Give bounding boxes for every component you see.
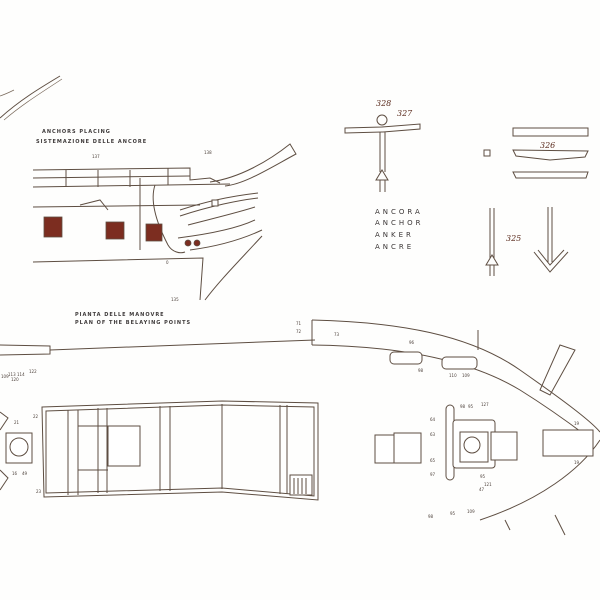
label: 63: [430, 432, 436, 437]
label: 22: [33, 414, 39, 419]
anchor-name: ANKER: [375, 231, 414, 239]
label: 114: [17, 372, 25, 377]
label: 96: [409, 340, 415, 345]
label: 47: [479, 487, 485, 492]
anchors-placing-title: ANCHORS PLACING: [42, 129, 111, 135]
label: 109: [462, 373, 470, 378]
label: 121: [484, 482, 492, 487]
label: 21: [14, 420, 20, 425]
part-number: 326: [540, 141, 555, 150]
belaying-plan: PIANTA DELLE MANOVRE PLAN OF THE BELAYIN…: [0, 312, 600, 536]
label: 138: [204, 150, 212, 155]
label: 135: [171, 297, 179, 302]
label: 98: [418, 368, 424, 373]
label: 65: [430, 458, 436, 463]
gunport: [43, 216, 63, 238]
anchor-name: ANCORA: [375, 208, 423, 216]
label: 97: [430, 472, 436, 477]
label: 110: [449, 373, 457, 378]
label: 127: [481, 402, 489, 407]
label: 72: [296, 329, 302, 334]
label: 120: [11, 377, 19, 382]
belaying-plan-title: PLAN OF THE BELAYING POINTS: [75, 320, 191, 326]
anchors-placing-title-it: SISTEMAZIONE DELLE ANCORE: [36, 139, 147, 145]
anchor-name: ANCRE: [375, 243, 414, 251]
label: 109: [467, 509, 475, 514]
part-number: 327: [397, 109, 413, 118]
anchor-name: ANCHOR: [375, 219, 424, 227]
label: 23: [36, 489, 42, 494]
label: 137: [92, 154, 100, 159]
gunport: [145, 223, 163, 242]
anchors-placing-view: ANCHORS PLACING SISTEMAZIONE DELLE ANCOR…: [32, 129, 297, 302]
label: 0: [166, 260, 169, 265]
label: 64: [430, 417, 436, 422]
label: 16: [12, 471, 18, 476]
label: 73: [334, 332, 340, 337]
label: 49: [22, 471, 28, 476]
anchor-detail: 328 327 ANCORA ANCHOR ANKER ANCRE 326 32…: [344, 99, 589, 276]
label: 122: [29, 369, 37, 374]
part-number: 325: [506, 234, 521, 243]
belaying-plan-title-it: PIANTA DELLE MANOVRE: [75, 312, 165, 318]
part-number: 328: [376, 99, 391, 108]
label: 98: [460, 404, 466, 409]
label: 113: [8, 372, 16, 377]
label: 95: [450, 511, 456, 516]
label: 95: [468, 404, 474, 409]
label: 71: [296, 321, 302, 326]
label: 109: [1, 374, 9, 379]
label: 19: [574, 421, 580, 426]
label: 19: [574, 460, 580, 465]
gunport: [105, 221, 125, 240]
label: 95: [480, 474, 486, 479]
hull-curve-top-left: [0, 75, 63, 121]
label: 98: [428, 514, 434, 519]
